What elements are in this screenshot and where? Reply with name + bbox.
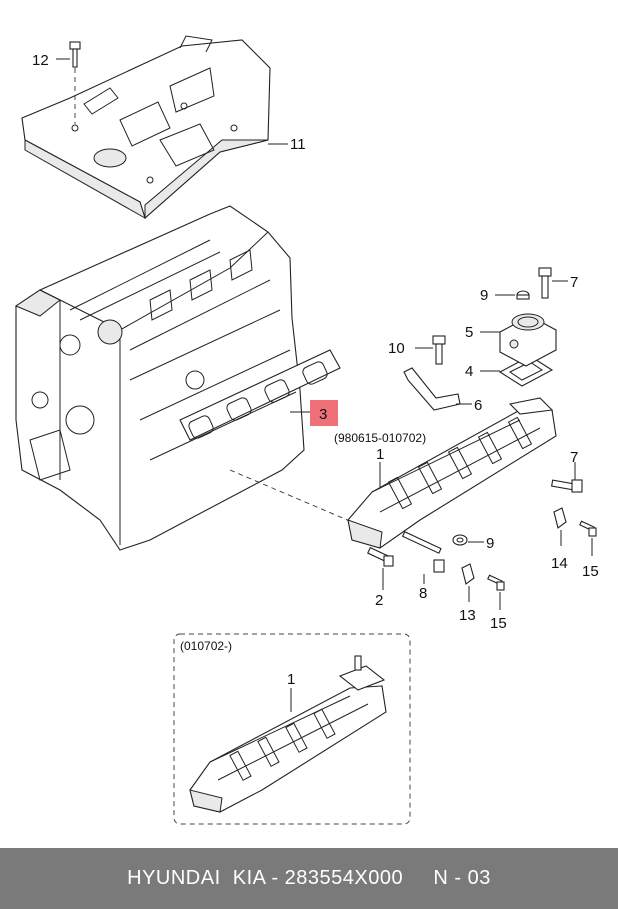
bracket-part-6[interactable] — [403, 367, 461, 411]
footer-bar: HYUNDAI KIA - 283554X000 N - 03 — [0, 848, 618, 909]
callout-2: 2 — [375, 592, 383, 609]
date-range-main: (980615-010702) — [334, 431, 426, 445]
callout-1-inset: 1 — [287, 671, 295, 688]
callout-9-top: 9 — [480, 287, 488, 304]
screw-part-15-a[interactable] — [487, 574, 505, 591]
callout-3: 3 — [319, 406, 327, 423]
valve-part-5[interactable] — [499, 313, 557, 367]
callout-3-highlight — [310, 400, 338, 426]
clip-part-13[interactable] — [461, 563, 475, 585]
callout-15-b: 15 — [582, 563, 599, 580]
callout-8: 8 — [419, 585, 427, 602]
bolt-part-10[interactable] — [432, 335, 446, 365]
exhaust-manifold-part-1[interactable] — [347, 397, 557, 549]
callout-11: 11 — [290, 136, 306, 153]
callout-14: 14 — [551, 555, 568, 572]
callout-9-mid: 9 — [486, 535, 494, 552]
engine-cover-part-11[interactable] — [21, 35, 271, 220]
callout-15-a: 15 — [490, 615, 507, 632]
callout-7-mid: 7 — [570, 449, 578, 466]
callout-12: 12 — [32, 52, 49, 69]
callout-10: 10 — [388, 340, 405, 357]
callout-13: 13 — [459, 607, 476, 624]
bolt-part-7-top[interactable] — [538, 267, 552, 299]
footer-part-number: HYUNDAI KIA - 283554X000 N - 03 — [127, 867, 491, 889]
callout-5: 5 — [465, 324, 473, 341]
nut-part-9-top[interactable] — [516, 290, 530, 300]
nut-part-9-mid[interactable] — [452, 534, 468, 546]
callout-1-main: 1 — [376, 446, 384, 463]
bolt-part-7-mid[interactable] — [551, 479, 583, 493]
bolt-part-2[interactable] — [367, 546, 394, 567]
manifold-gasket-part-3[interactable] — [179, 349, 341, 441]
inset-box — [173, 633, 411, 825]
engine-block — [14, 205, 305, 551]
callout-6: 6 — [474, 397, 482, 414]
callout-7-top: 7 — [570, 274, 578, 291]
date-range-inset: (010702-) — [180, 639, 232, 653]
stud-part-8[interactable] — [401, 531, 445, 573]
bolt-part-12[interactable] — [69, 41, 81, 68]
exhaust-manifold-part-1-inset[interactable] — [189, 655, 387, 813]
screw-part-15-b[interactable] — [579, 520, 597, 537]
callout-4: 4 — [465, 363, 473, 380]
clip-part-14[interactable] — [553, 507, 567, 529]
